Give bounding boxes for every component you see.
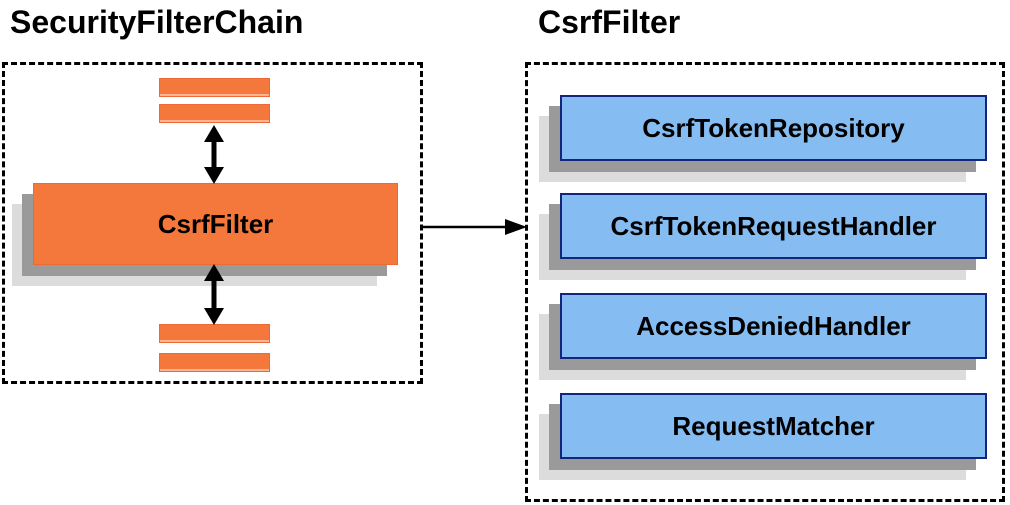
component-box-access-denied-handler: AccessDeniedHandler: [560, 293, 987, 359]
component-box-csrf-token-repository: CsrfTokenRepository: [560, 95, 987, 161]
csrf-filter-container: [525, 62, 1005, 502]
component-label: RequestMatcher: [672, 410, 875, 441]
filter-placeholder-bar: [159, 78, 270, 97]
component-label: CsrfTokenRepository: [642, 112, 905, 143]
csrf-filter-title: CsrfFilter: [538, 4, 681, 40]
security-filter-chain-container: [2, 62, 423, 384]
filter-placeholder-bar: [159, 324, 270, 343]
csrf-filter-node: CsrfFilter: [33, 183, 398, 265]
right-arrow-icon: [423, 219, 527, 235]
component-box-csrf-token-request-handler: CsrfTokenRequestHandler: [560, 193, 987, 259]
component-box-request-matcher: RequestMatcher: [560, 393, 987, 459]
security-filter-chain-title: SecurityFilterChain: [10, 4, 304, 40]
component-label: CsrfTokenRequestHandler: [610, 210, 937, 241]
component-label: AccessDeniedHandler: [636, 310, 911, 341]
csrf-filter-node-label: CsrfFilter: [157, 208, 274, 239]
filter-placeholder-bar: [159, 353, 270, 372]
filter-placeholder-bar: [159, 104, 270, 123]
